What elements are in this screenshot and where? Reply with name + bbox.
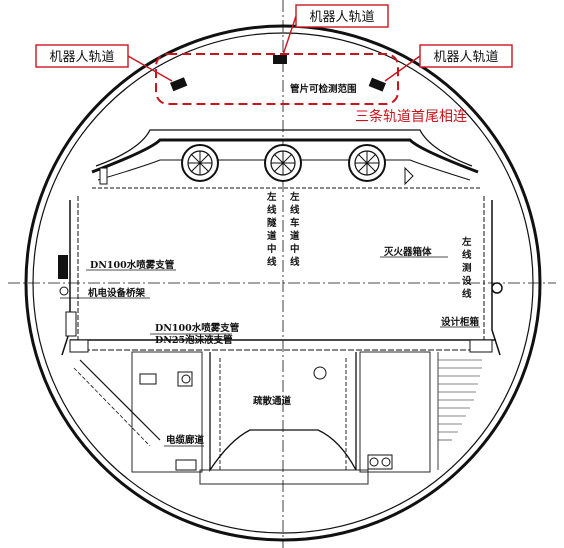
jet-fan-left [181, 144, 219, 182]
left-wall-bracket [65, 311, 77, 337]
robot-track-left-label: 机器人轨道 [49, 50, 114, 65]
evac-passage-label: 疏散通道 [253, 395, 292, 407]
electromech-bracket-label: 机电设备桥架 [88, 287, 146, 299]
robot-track-left-leader [127, 55, 173, 82]
cable-corridor-diagonal [79, 359, 161, 441]
robot-track-left-block [170, 77, 188, 92]
left-curb [69, 339, 89, 353]
cable-corridor-dashed [73, 367, 151, 447]
evac-light [313, 366, 327, 380]
robot-track-top-leader [282, 15, 297, 56]
left-wall-equipment-block [58, 255, 68, 279]
escape-stairs [437, 352, 482, 470]
robot-track-top-block [273, 55, 287, 64]
right-curb [469, 339, 493, 353]
jet-fan-center [264, 144, 302, 182]
ceiling-duct-heavy-line [91, 138, 479, 174]
right-upper-symbol [404, 166, 414, 186]
lower-right-compartment [359, 351, 431, 473]
left-design-line-label: 左线测设线 [461, 236, 472, 300]
robot-track-top-label: 机器人轨道 [309, 10, 374, 25]
three-tracks-connected-label: 三条轨道首尾相连 [355, 108, 467, 125]
jet-fan-right [348, 144, 386, 182]
fire-hydrant-box-label: 灭火器箱体 [383, 246, 432, 258]
robot-track-right-label: 机器人轨道 [433, 50, 498, 65]
lower-left-box-3 [175, 459, 197, 471]
dn100-upper-label: DN100水喷雾支管 [90, 259, 175, 271]
lower-right-box [367, 454, 393, 470]
evacuation-passage-inner [219, 358, 347, 470]
dn100-lower-label: DN100水喷雾支管 [155, 322, 240, 334]
left-lane-center-label: 左线车道中线 [289, 191, 300, 268]
dn25-label: DN25泡沫液支管 [155, 334, 233, 346]
left-wall-pipe [59, 286, 69, 296]
lower-slab [199, 469, 369, 485]
ceiling-slab-outline [95, 129, 473, 167]
right-wall-line [491, 200, 501, 356]
cable-corridor-label: 电缆廊道 [166, 434, 205, 446]
lower-left-compartment [131, 351, 203, 473]
inspection-range-label: 管片可检测范围 [290, 83, 357, 95]
equipment-cabinet-label: 设计柜箱 [441, 316, 480, 328]
lower-left-pipe [181, 374, 191, 384]
robot-track-right-block [368, 77, 386, 92]
left-upper-bracket [99, 167, 108, 185]
right-wall-pipe [491, 282, 503, 294]
ceiling-inner-line [97, 159, 471, 181]
left-road-center-label: 左线隧道中线 [266, 191, 277, 268]
lower-left-box-1 [139, 373, 157, 385]
evacuation-passage-outline [209, 352, 357, 473]
robot-track-right-leader [384, 55, 421, 82]
